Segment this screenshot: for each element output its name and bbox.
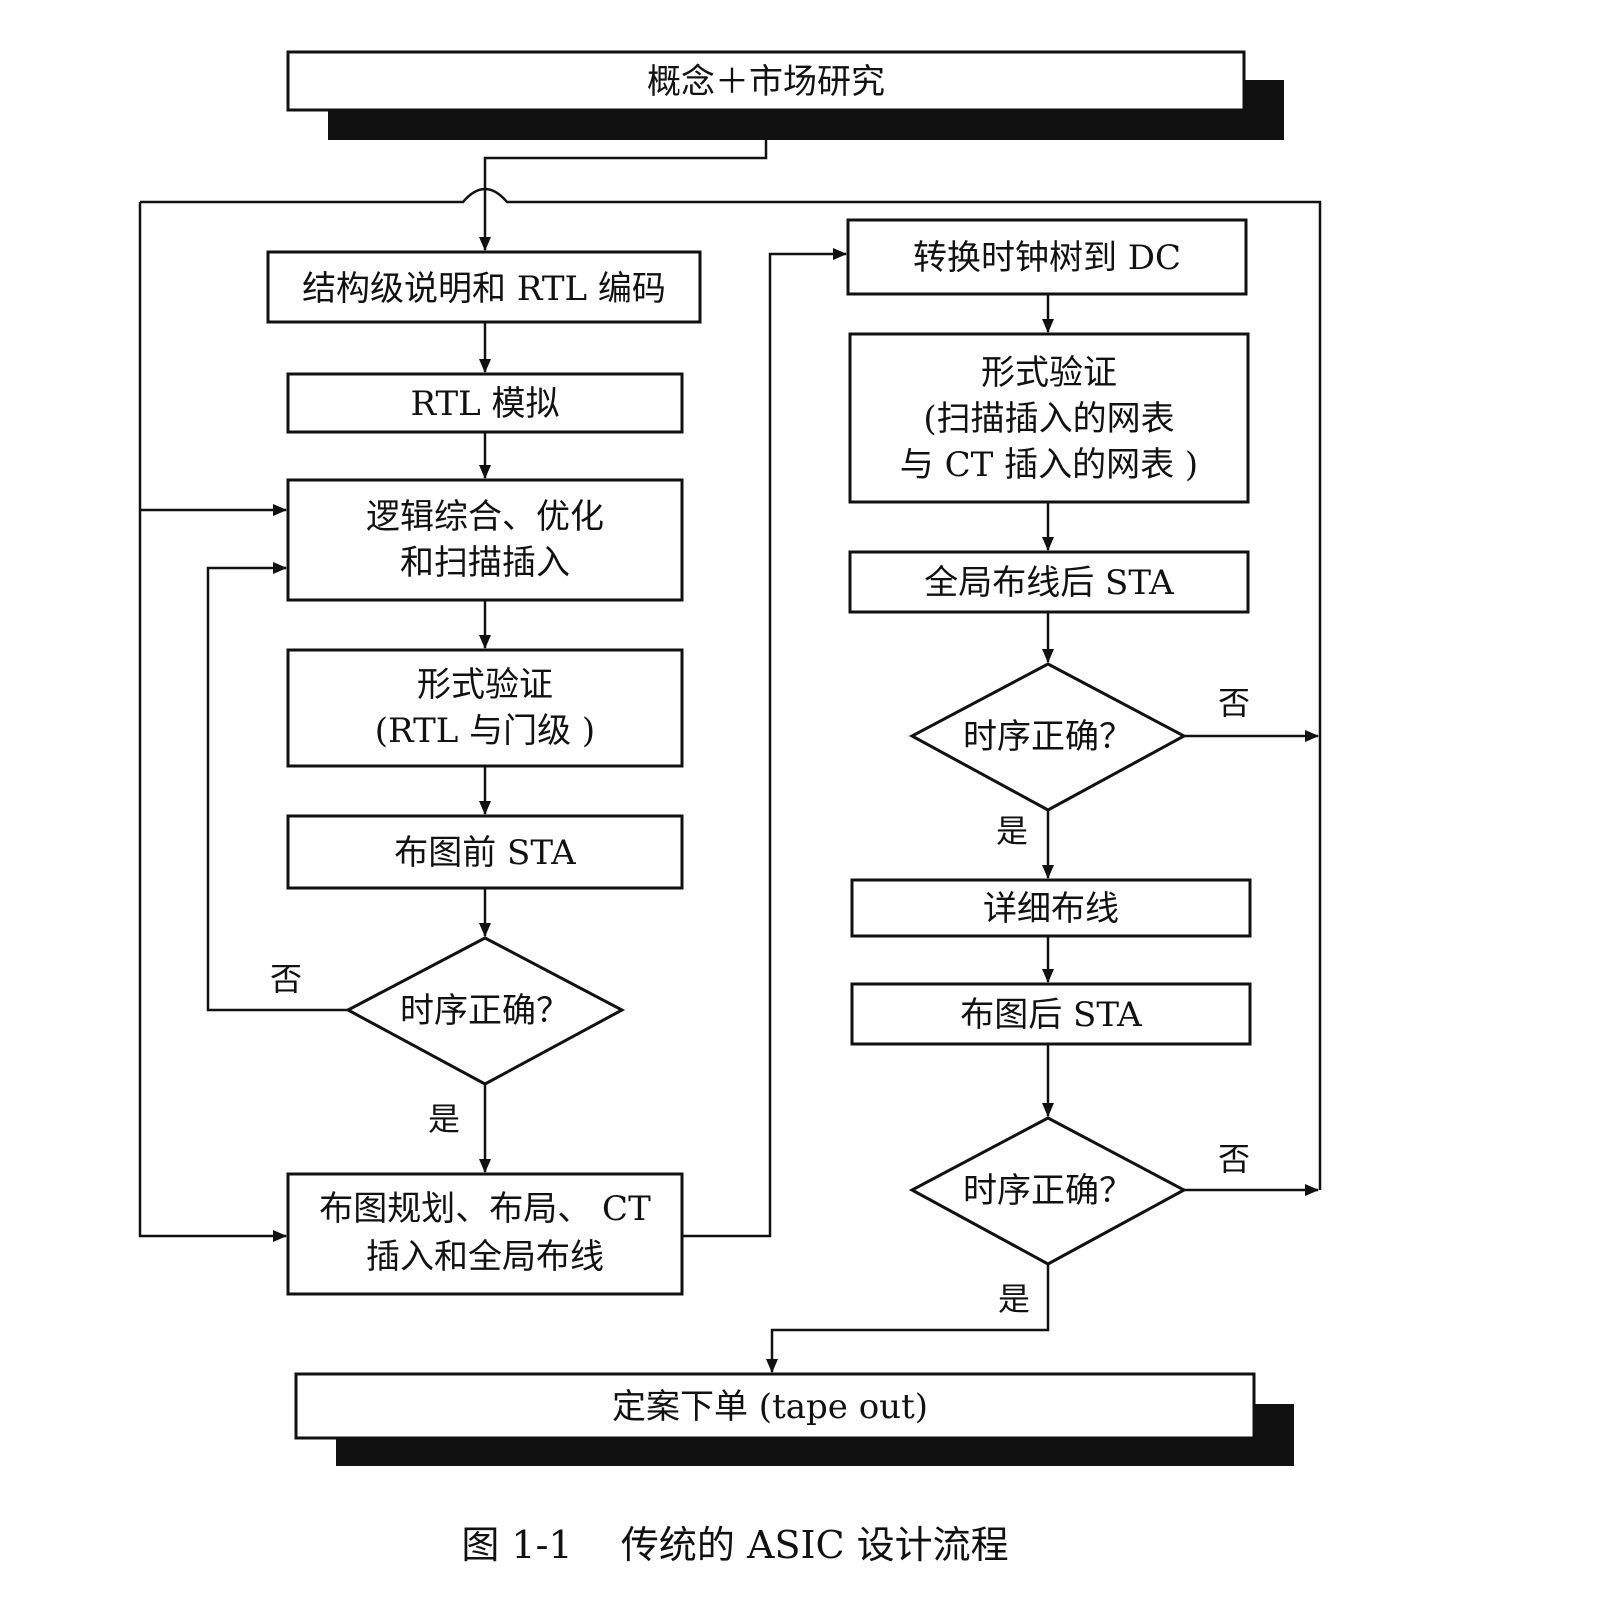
rtl-sim-label: RTL 模拟 — [410, 384, 559, 424]
tapeout-box: 定案下单 (tape out) — [294, 1372, 1294, 1466]
rtl-sim-box: RTL 模拟 — [286, 372, 684, 434]
timing-decision-left-label: 时序正确？ — [400, 991, 570, 1031]
formal-verify-line2: (RTL 与门级 ) — [375, 711, 595, 751]
detail-route-label: 详细布线 — [983, 889, 1119, 929]
formal-verify2-box: 形式验证 (扫描插入的网表 与 CT 插入的网表 ) — [848, 332, 1250, 504]
timing-decision-right2-label: 时序正确？ — [963, 1171, 1133, 1211]
rtl-coding-label: 结构级说明和 RTL 编码 — [302, 269, 666, 309]
formal-verify2-line2: (扫描插入的网表 — [923, 399, 1174, 439]
formal-verify2-line1: 形式验证 — [981, 353, 1117, 393]
no-label-right1: 否 — [1218, 684, 1250, 722]
synthesis-label-line1: 逻辑综合、优化 — [366, 497, 604, 537]
figure-caption: 图 1-1 传统的 ASIC 设计流程 — [461, 1523, 1008, 1567]
formal-verify-line1: 形式验证 — [417, 665, 553, 705]
no-label-left: 否 — [270, 960, 302, 998]
synthesis-label-line2: 和扫描插入 — [400, 543, 570, 583]
connectors — [138, 140, 1322, 1373]
no-label-right2: 否 — [1218, 1140, 1250, 1178]
floorplan-label-line2: 插入和全局布线 — [366, 1237, 604, 1277]
yes-label-right1: 是 — [996, 812, 1028, 850]
yes-label-right2: 是 — [998, 1280, 1030, 1318]
timing-decision-right1: 时序正确？ — [908, 662, 1188, 812]
timing-decision-right1-label: 时序正确？ — [963, 717, 1133, 757]
timing-decision-left: 时序正确？ — [344, 936, 626, 1086]
formal-verify-box: 形式验证 (RTL 与门级 ) — [286, 648, 684, 768]
post-layout-sta-box: 布图后 STA — [850, 982, 1252, 1046]
concept-market-box: 概念＋市场研究 — [286, 50, 1284, 140]
concept-market-label: 概念＋市场研究 — [647, 62, 885, 102]
timing-decision-right2: 时序正确？ — [908, 1116, 1188, 1266]
yes-label-left: 是 — [428, 1100, 460, 1138]
global-route-sta-label: 全局布线后 STA — [924, 563, 1174, 603]
transfer-ct-box: 转换时钟树到 DC — [846, 218, 1248, 296]
global-route-sta-box: 全局布线后 STA — [848, 550, 1250, 614]
formal-verify2-line3: 与 CT 插入的网表 ) — [900, 445, 1198, 485]
detail-route-box: 详细布线 — [850, 878, 1252, 938]
tapeout-label: 定案下单 (tape out) — [612, 1387, 928, 1427]
synthesis-box: 逻辑综合、优化 和扫描插入 — [286, 478, 684, 602]
floorplan-box: 布图规划、布局、 CT 插入和全局布线 — [286, 1172, 684, 1296]
floorplan-label-line1: 布图规划、布局、 CT — [319, 1189, 651, 1229]
pre-layout-sta-label: 布图前 STA — [394, 833, 576, 873]
post-layout-sta-label: 布图后 STA — [960, 995, 1142, 1035]
pre-layout-sta-box: 布图前 STA — [286, 814, 684, 890]
transfer-ct-label: 转换时钟树到 DC — [913, 238, 1181, 278]
rtl-coding-box: 结构级说明和 RTL 编码 — [266, 250, 702, 324]
